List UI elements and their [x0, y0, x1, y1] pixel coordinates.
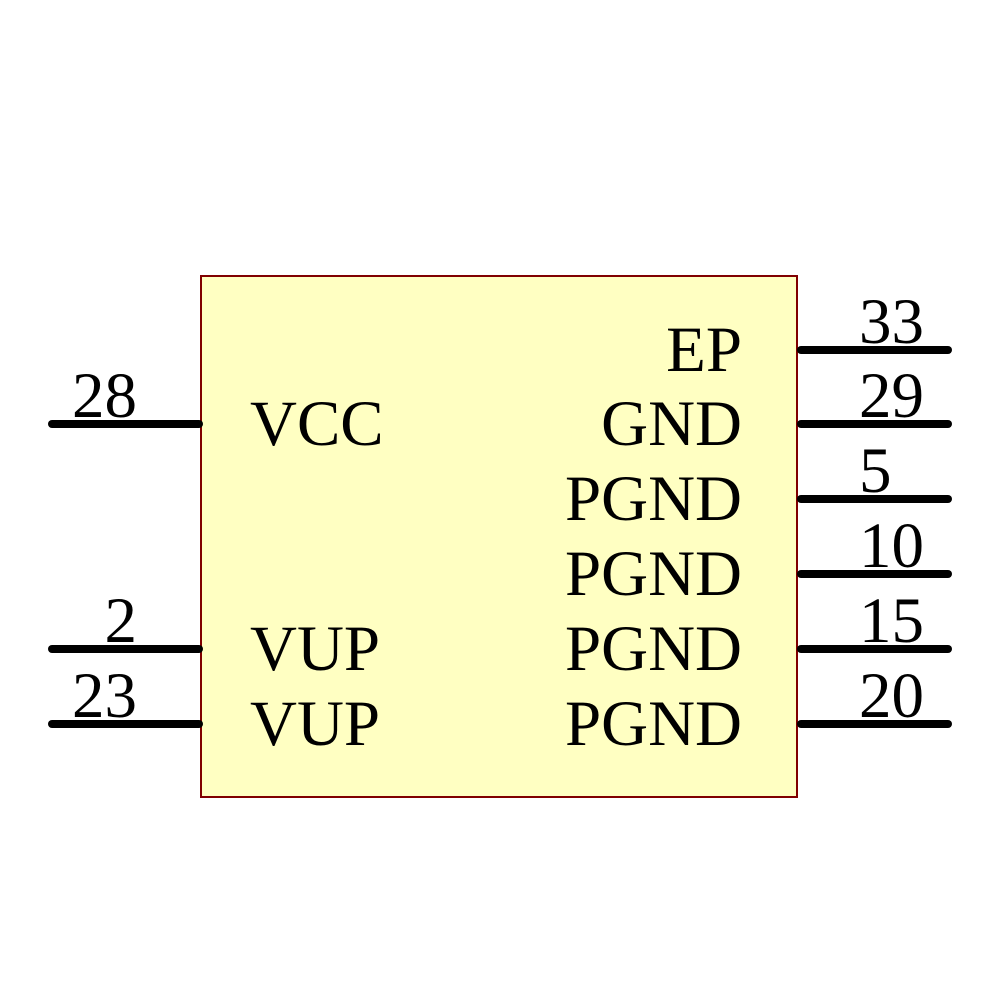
pin-label-pgnd-4: PGND — [565, 687, 742, 760]
pin-line-5[interactable] — [797, 495, 952, 503]
pin-number-20: 20 — [859, 660, 924, 732]
pin-line-20[interactable] — [797, 720, 952, 728]
pin-line-28[interactable] — [48, 420, 203, 428]
pin-number-28: 28 — [72, 360, 137, 432]
pin-label-pgnd-2: PGND — [565, 537, 742, 610]
pin-line-15[interactable] — [797, 645, 952, 653]
pin-label-ep: EP — [666, 313, 742, 386]
pin-number-2: 2 — [104, 585, 138, 657]
pin-number-15: 15 — [859, 585, 924, 657]
component-body[interactable] — [200, 275, 798, 798]
pin-label-gnd: GND — [601, 387, 742, 460]
pin-number-33: 33 — [859, 286, 924, 358]
pin-number-23: 23 — [72, 660, 137, 732]
pin-label-pgnd-1: PGND — [565, 462, 742, 535]
pin-line-33[interactable] — [797, 346, 952, 354]
pin-label-vup-1: VUP — [250, 612, 381, 685]
pin-label-pgnd-3: PGND — [565, 612, 742, 685]
pin-label-vcc: VCC — [250, 387, 384, 460]
pin-line-10[interactable] — [797, 570, 952, 578]
pin-line-23[interactable] — [48, 720, 203, 728]
pin-number-29: 29 — [859, 360, 924, 432]
pin-line-29[interactable] — [797, 420, 952, 428]
pin-number-10: 10 — [859, 510, 924, 582]
pin-label-vup-2: VUP — [250, 687, 381, 760]
pin-number-5: 5 — [859, 435, 892, 507]
pin-line-2[interactable] — [48, 645, 203, 653]
